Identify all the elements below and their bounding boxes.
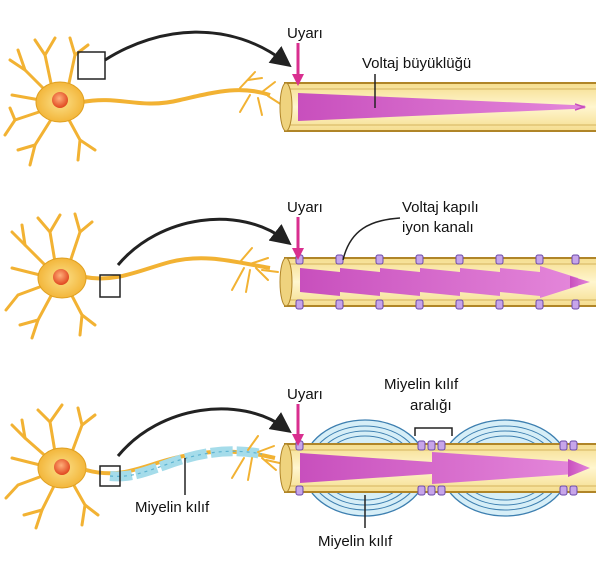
panel-1: Uyarı Voltaj büyüklüğü: [3, 25, 596, 167]
myelin-sheath-label-bottom: Miyelin kılıf: [318, 533, 393, 550]
stimulus-label-1: Uyarı: [287, 25, 323, 42]
node-bracket: [414, 427, 453, 436]
node-label-line1: Miyelin kılıf: [384, 376, 459, 393]
voltage-signal-3: [300, 452, 590, 484]
neuron-1: [3, 36, 283, 167]
panel-3: Miyelin kılıf: [4, 376, 596, 550]
zoom-arrow-1: [104, 30, 292, 68]
voltage-signal-2: [300, 266, 590, 298]
voltage-magnitude-label: Voltaj büyüklüğü: [362, 55, 471, 72]
ion-channels-2: [295, 254, 580, 310]
leader-channel: [342, 217, 401, 261]
zoom-arrow-3: [116, 407, 292, 457]
zoom-box-1: [77, 51, 106, 80]
zoom-box-2: [99, 274, 121, 298]
zoom-box-3: [99, 465, 121, 487]
node-label-line2: aralığı: [410, 397, 452, 414]
panel-2: Uyarı Voltaj kapılı iyon kanalı: [4, 199, 596, 340]
zoom-arrow-2: [116, 217, 292, 266]
neuron-2: [4, 212, 279, 340]
neuron-3: [4, 403, 100, 530]
voltage-signal-1: [298, 93, 585, 121]
stimulus-label-2: Uyarı: [287, 199, 323, 216]
stimulus-label-3: Uyarı: [287, 386, 323, 403]
myelin-sheath-label-axon: Miyelin kılıf: [135, 499, 210, 516]
ion-channel-label-line1: Voltaj kapılı: [402, 199, 479, 216]
ion-channel-label-line2: iyon kanalı: [402, 219, 474, 236]
